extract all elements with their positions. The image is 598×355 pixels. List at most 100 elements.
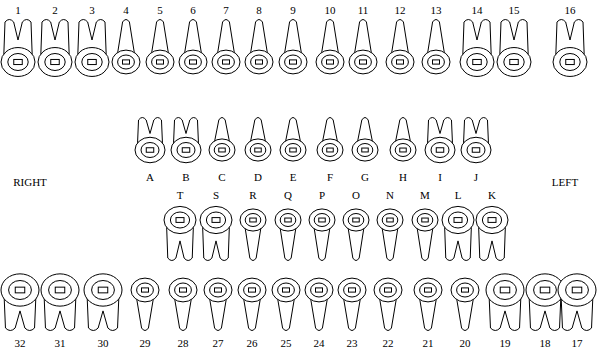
tooth-number: Q — [284, 190, 292, 201]
tooth-drawing — [412, 209, 438, 261]
tooth-crown — [374, 278, 402, 302]
tooth-surface — [9, 281, 32, 300]
tooth-occlusal — [422, 218, 429, 222]
tooth-drawing — [209, 118, 235, 162]
tooth-occlusal — [98, 287, 108, 293]
tooth-surface — [285, 55, 302, 69]
tooth-number: C — [218, 172, 225, 183]
tooth-crown — [275, 209, 301, 231]
tooth-surface — [417, 214, 433, 227]
side-label: RIGHT — [13, 177, 47, 188]
tooth-number: 17 — [572, 338, 583, 349]
tooth-surface — [467, 143, 485, 158]
tooth-occlusal — [51, 59, 60, 64]
tooth-occlusal — [566, 59, 575, 64]
tooth-occlusal — [15, 287, 25, 293]
tooth-occlusal — [360, 60, 367, 64]
tooth-number: G — [361, 172, 369, 183]
tooth-surface — [170, 212, 189, 228]
tooth-crown — [200, 206, 232, 233]
tooth-crown — [169, 278, 197, 302]
tooth-occlusal — [436, 148, 444, 153]
tooth-crown — [352, 139, 378, 161]
tooth-crown — [343, 209, 369, 231]
tooth-crown — [442, 206, 474, 233]
tooth-surface — [278, 283, 295, 297]
tooth-number: 4 — [123, 5, 129, 16]
tooth-number: T — [177, 190, 184, 201]
tooth-crown — [461, 137, 491, 163]
tooth-number: 29 — [140, 338, 151, 349]
tooth-surface — [141, 143, 159, 158]
tooth-number: I — [438, 172, 442, 183]
tooth-surface — [348, 214, 364, 227]
tooth-number: 26 — [247, 338, 258, 349]
tooth-crown — [41, 274, 79, 306]
tooth-occlusal — [387, 218, 394, 222]
tooth-number: K — [488, 190, 496, 201]
tooth-drawing — [305, 278, 333, 330]
tooth-drawing — [212, 20, 240, 74]
tooth-crown — [84, 274, 122, 306]
tooth-occlusal — [385, 288, 392, 292]
tooth-drawing — [245, 118, 271, 162]
tooth-number: 24 — [314, 338, 325, 349]
tooth-surface — [118, 55, 135, 69]
tooth-crown — [146, 50, 174, 74]
tooth-surface — [428, 55, 445, 69]
tooth-crown — [486, 274, 524, 306]
tooth-occlusal — [142, 288, 149, 292]
tooth-number: P — [319, 190, 325, 201]
tooth-surface — [311, 283, 328, 297]
tooth-crown — [425, 137, 455, 163]
tooth-crown — [338, 278, 366, 302]
tooth-drawing — [112, 20, 140, 74]
tooth-occlusal — [157, 60, 164, 64]
tooth-crown — [272, 278, 300, 302]
tooth-crown — [414, 278, 442, 302]
tooth-drawing — [442, 206, 474, 260]
tooth-number: S — [213, 190, 219, 201]
tooth-number: 2 — [52, 5, 58, 16]
tooth-drawing — [131, 278, 159, 330]
tooth-number: M — [420, 190, 430, 201]
tooth-drawing — [272, 278, 300, 330]
tooth-crown — [1, 48, 35, 77]
tooth-occlusal — [283, 288, 290, 292]
tooth-number: 27 — [213, 338, 224, 349]
tooth-number: 31 — [55, 338, 66, 349]
tooth-number: 6 — [190, 5, 196, 16]
tooth-crown — [316, 50, 344, 74]
tooth-drawing — [135, 118, 165, 163]
tooth-number: 13 — [431, 5, 442, 16]
tooth-crown — [553, 48, 587, 77]
tooth-occlusal — [215, 288, 222, 292]
tooth-crown — [135, 137, 165, 163]
tooth-number: 18 — [540, 338, 551, 349]
tooth-number: O — [352, 190, 360, 201]
tooth-drawing — [486, 274, 524, 331]
tooth-drawing — [280, 118, 306, 162]
tooth-crown — [245, 50, 273, 74]
tooth-drawing — [146, 20, 174, 74]
tooth-crown — [238, 278, 266, 302]
tooth-surface — [448, 212, 467, 228]
tooth-surface — [285, 144, 301, 157]
tooth-crown — [305, 278, 333, 302]
tooth-drawing — [422, 20, 450, 74]
tooth-drawing — [179, 20, 207, 74]
tooth-occlusal — [190, 60, 197, 64]
tooth-surface — [322, 55, 339, 69]
tooth-surface — [244, 283, 261, 297]
tooth-surface — [355, 55, 372, 69]
tooth-occlusal — [433, 60, 440, 64]
tooth-crown — [422, 50, 450, 74]
tooth-occlusal — [290, 60, 297, 64]
tooth-surface — [251, 55, 268, 69]
tooth-crown — [240, 209, 266, 231]
tooth-occlusal — [349, 288, 356, 292]
tooth-drawing — [238, 278, 266, 330]
